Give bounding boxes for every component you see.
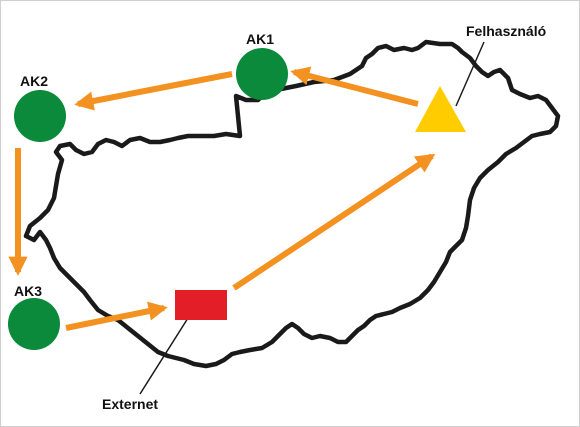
arrow-user-to-ak1: [290, 66, 419, 107]
externet-rectangle: [175, 290, 227, 320]
arrow-ak1-to-ak2: [74, 71, 233, 111]
ak3-label: AK3: [14, 283, 43, 299]
arrow-externet-to-user: [232, 153, 436, 291]
node-ak1: [236, 48, 288, 100]
ak2-label: AK2: [20, 73, 49, 89]
node-ak3: [8, 298, 60, 350]
ak1-label: AK1: [246, 31, 275, 47]
user-label: Felhasználó: [466, 23, 547, 39]
externet-label: Externet: [102, 396, 159, 412]
node-ak2: [14, 90, 66, 142]
user-triangle: [415, 86, 466, 132]
country-outline: [23, 39, 561, 369]
pointer-line-user: [455, 41, 485, 107]
arrow-ak3-to-externet: [65, 301, 168, 331]
pointer-line-externet: [139, 317, 189, 395]
